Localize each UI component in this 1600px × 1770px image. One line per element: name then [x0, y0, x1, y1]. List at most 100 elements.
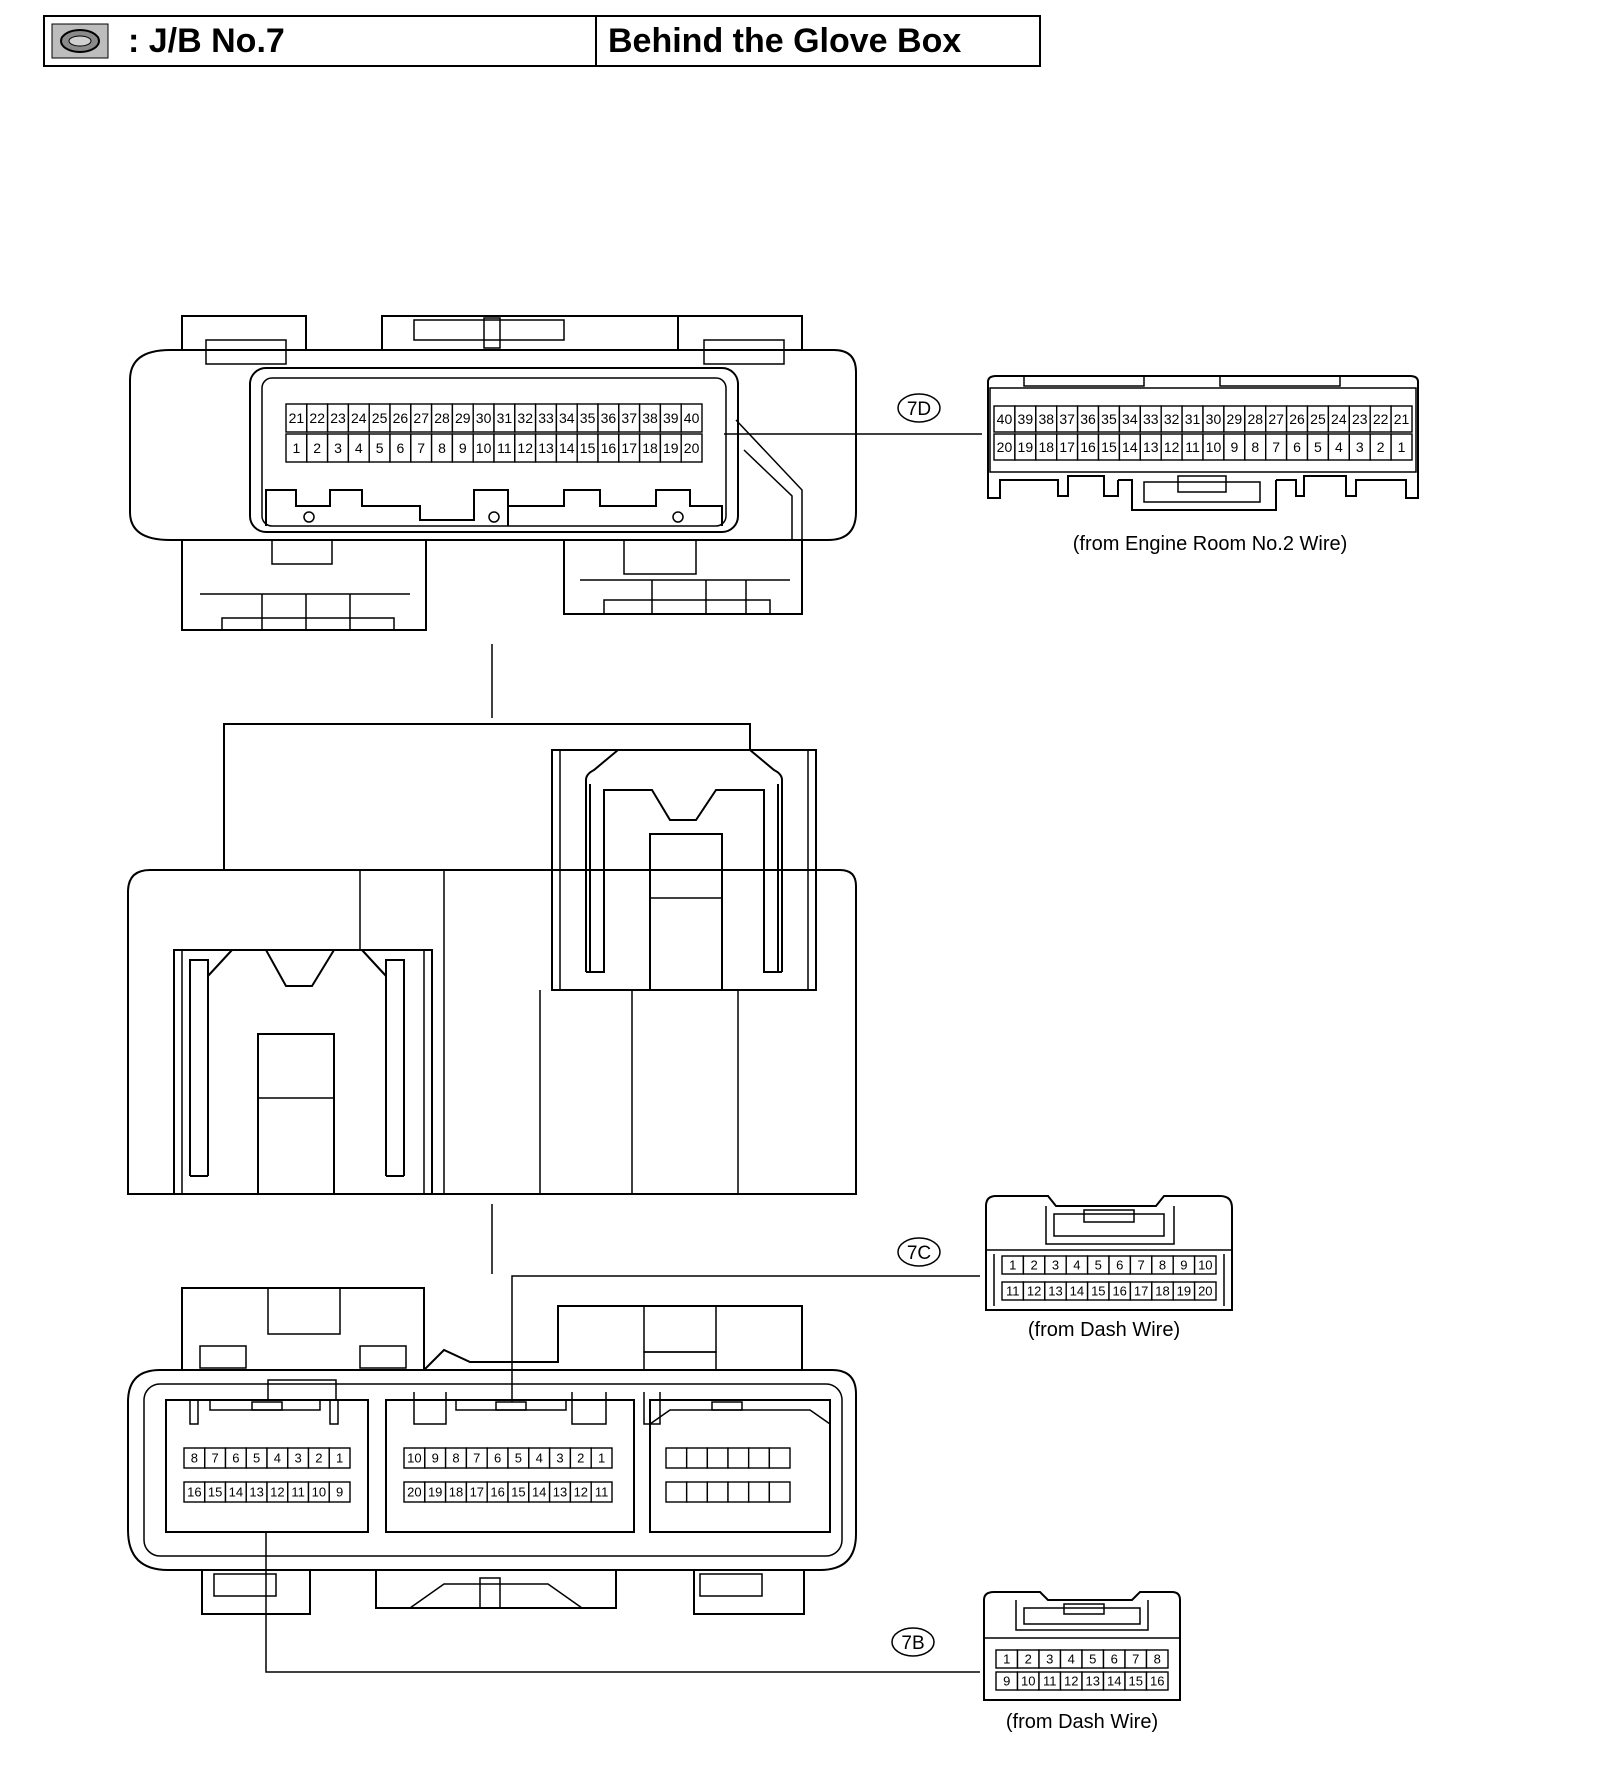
jb-7C-pin-1: [590, 1447, 613, 1469]
jb-7D-pin-label: 8: [438, 440, 446, 456]
jb-7D-pin-label: 31: [497, 410, 513, 426]
jb-7D-pin-label: 34: [559, 410, 575, 426]
conn-7C-pin-label: 15: [1091, 1284, 1105, 1299]
leader-line-7C: [511, 1275, 980, 1402]
conn-7D-pin-1: [1390, 433, 1413, 461]
conn-7C-pin-label: 10: [1198, 1258, 1212, 1273]
junction-block-icon: [51, 23, 109, 59]
conn-7C-pin-label: 12: [1027, 1284, 1041, 1299]
connector-7C-source: (from Dash Wire): [1028, 1319, 1180, 1341]
conn-7D-pin-label: 26: [1289, 411, 1305, 427]
jb-7D-pin-label: 15: [580, 440, 596, 456]
jb-7C-pin-label: 13: [553, 1485, 567, 1500]
jb-7C-pin-label: 6: [494, 1451, 501, 1466]
jb-unused-pin-2: [747, 1447, 771, 1469]
jb-7C-pin-11: [590, 1481, 613, 1503]
conn-7C-pin-10: [1193, 1255, 1217, 1275]
conn-7D-pin-label: 2: [1377, 439, 1385, 455]
conn-7D-pin-label: 1: [1398, 439, 1406, 455]
jb-7B-pin-label: 3: [295, 1451, 302, 1466]
jb-7C-pin-label: 17: [470, 1485, 484, 1500]
conn-7D-pin-label: 34: [1122, 411, 1138, 427]
jb-unused-pin-7: [768, 1481, 791, 1503]
conn-7D-pin-label: 32: [1164, 411, 1180, 427]
connector-7B-source: (from Dash Wire): [1006, 1711, 1158, 1733]
jb-7C-pin-label: 16: [490, 1485, 504, 1500]
jb-unused-pin-6: [665, 1447, 688, 1469]
jb-7D-pin-label: 39: [663, 410, 679, 426]
callout-7D-label: 7D: [907, 399, 931, 420]
jb-7D-pin-label: 22: [309, 410, 325, 426]
jb-7D-pin-label: 17: [621, 440, 637, 456]
jb-7C-pin-label: 4: [536, 1451, 543, 1466]
jb-7D-pin-label: 10: [476, 440, 492, 456]
jb-7B-pin-label: 9: [336, 1485, 343, 1500]
jb-7D-pin-label: 13: [538, 440, 554, 456]
conn-7D-pin-label: 14: [1122, 439, 1138, 455]
jb-7B-pin-label: 2: [315, 1451, 322, 1466]
conn-7D-pin-label: 6: [1293, 439, 1301, 455]
conn-7C-pin-label: 6: [1116, 1258, 1123, 1273]
jb-7C-pin-label: 9: [432, 1451, 439, 1466]
conn-7C-pin-label: 3: [1052, 1258, 1059, 1273]
conn-7D-pin-label: 11: [1185, 439, 1200, 455]
conn-7C-pin-label: 4: [1073, 1258, 1080, 1273]
conn-7D-pin-21: [1390, 405, 1413, 433]
callout-7D: 7D: [897, 393, 941, 423]
jb-unused-pin-11: [685, 1481, 709, 1503]
jb-7D-pin-label: 11: [497, 440, 512, 456]
jb-7D-pin-label: 2: [313, 440, 321, 456]
conn-7D-pin-label: 31: [1185, 411, 1201, 427]
conn-7D-pin-label: 40: [997, 411, 1013, 427]
conn-7D-pin-label: 9: [1230, 439, 1238, 455]
conn-7D-pin-label: 17: [1059, 439, 1075, 455]
jb-7B-pin-label: 10: [312, 1485, 326, 1500]
jb-7C-pin-label: 12: [574, 1485, 588, 1500]
conn-7D-pin-label: 38: [1038, 411, 1054, 427]
callout-7B-label: 7B: [901, 1633, 924, 1654]
conn-7C-pin-label: 8: [1159, 1258, 1166, 1273]
jb-7D-pin-label: 28: [434, 410, 450, 426]
jb-7D-pin-label: 3: [334, 440, 342, 456]
callout-7C: 7C: [897, 1237, 941, 1267]
jb-7D-pin-label: 36: [601, 410, 617, 426]
jb-socket-unused: [665, 1447, 791, 1503]
conn-7B-pin-label: 8: [1154, 1652, 1161, 1667]
jb-7D-pin-label: 38: [642, 410, 658, 426]
conn-7D-pin-label: 37: [1059, 411, 1075, 427]
jb-7D-pin-label: 4: [355, 440, 363, 456]
conn-7C-pin-label: 7: [1137, 1258, 1144, 1273]
conn-7C-pin-label: 14: [1070, 1284, 1084, 1299]
page-title: : J/B No.7: [128, 22, 285, 60]
jb-7D-pin-label: 29: [455, 410, 471, 426]
conn-7D-pin-label: 18: [1038, 439, 1054, 455]
jb-7D-pin-label: 26: [393, 410, 409, 426]
conn-7B-pin-label: 9: [1003, 1674, 1010, 1689]
jb-7C-pin-label: 2: [577, 1451, 584, 1466]
conn-7B-pin-label: 14: [1107, 1674, 1121, 1689]
conn-7D-pin-label: 25: [1310, 411, 1326, 427]
conn-7D-pin-label: 30: [1206, 411, 1222, 427]
conn-7D-pin-label: 10: [1206, 439, 1222, 455]
jb-7C-pin-label: 7: [473, 1451, 480, 1466]
jb-7D-pin-label: 23: [330, 410, 346, 426]
jb-7B-pin-label: 6: [232, 1451, 239, 1466]
conn-7D-pin-label: 29: [1227, 411, 1243, 427]
jb-7B-pin-label: 4: [274, 1451, 281, 1466]
conn-7C-pin-label: 17: [1134, 1284, 1148, 1299]
conn-7B-pin-8: [1145, 1649, 1169, 1669]
jb-unused-pin-5: [685, 1447, 709, 1469]
callout-7C-label: 7C: [907, 1243, 931, 1264]
jb-7D-pin-label: 24: [351, 410, 367, 426]
jb-7D-pin-label: 14: [559, 440, 575, 456]
jb-7D-pin-label: 40: [684, 410, 700, 426]
connector-7D-source: (from Engine Room No.2 Wire): [1073, 533, 1348, 555]
jb-7C-pin-label: 15: [511, 1485, 525, 1500]
